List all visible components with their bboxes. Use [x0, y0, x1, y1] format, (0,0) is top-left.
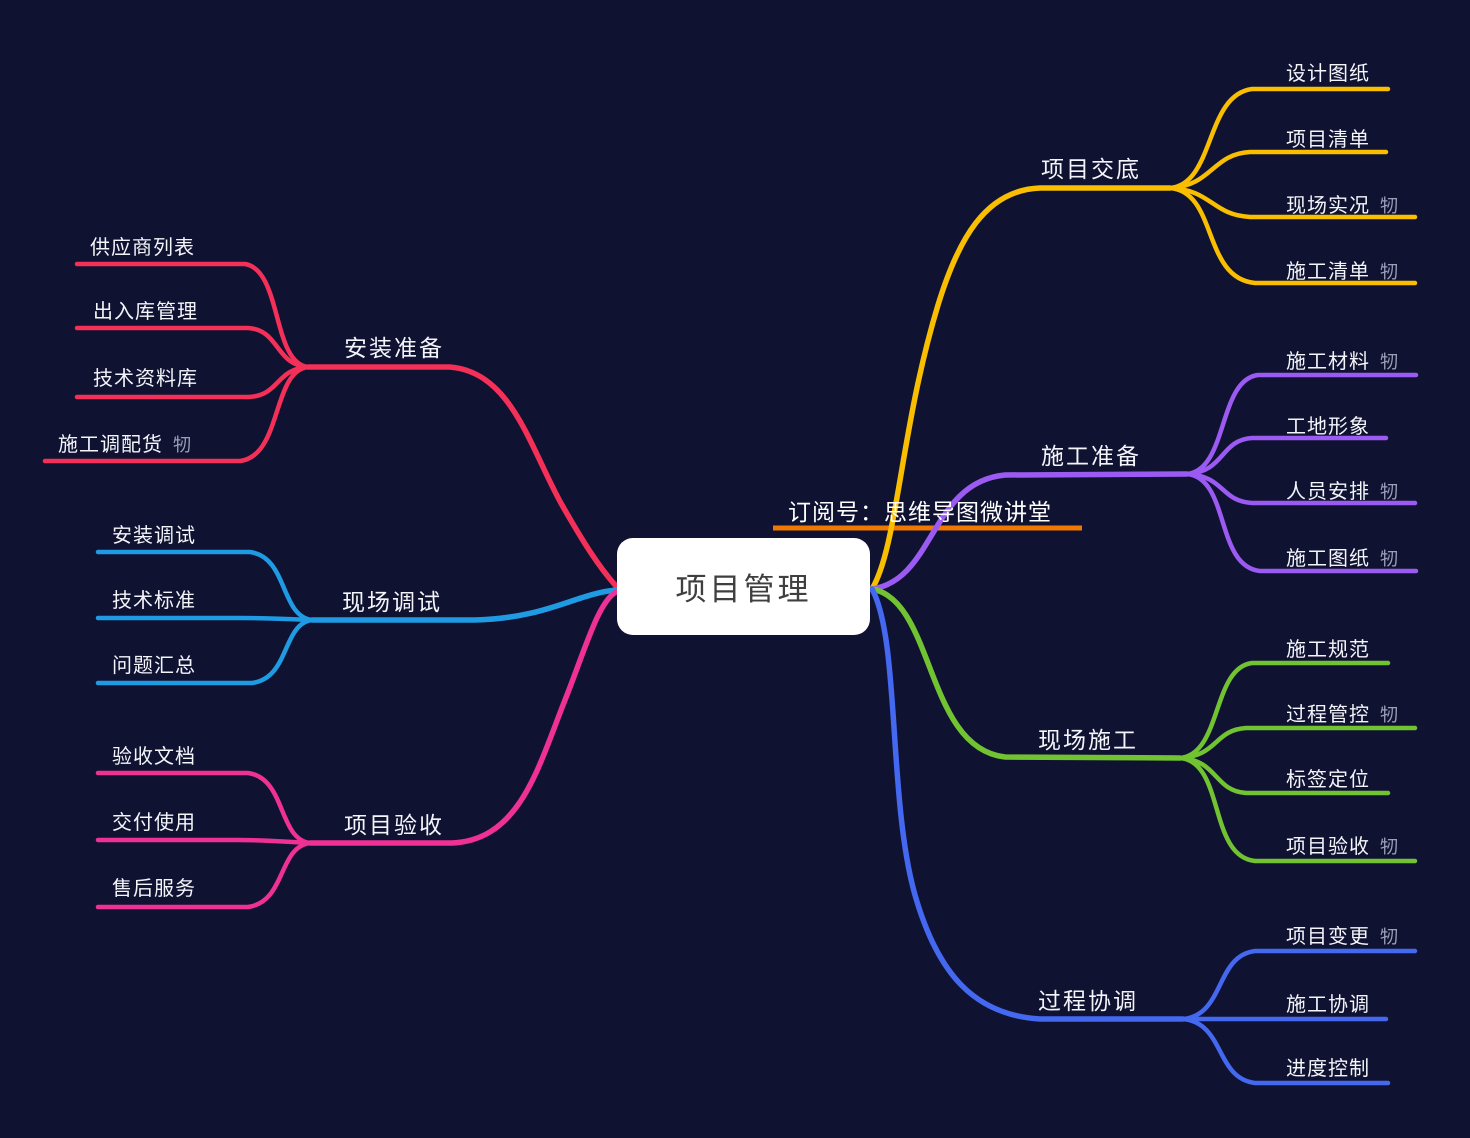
subtopic-label[interactable]: 项目清单: [1286, 129, 1370, 151]
subtopic-label[interactable]: 标签定位: [1286, 769, 1370, 791]
attachment-icon: 牣: [1380, 927, 1398, 947]
subtopic-label[interactable]: 出入库管理: [93, 301, 198, 323]
attachment-icon: 牣: [1380, 262, 1398, 282]
branch-label-site-construction[interactable]: 现场施工: [1038, 727, 1138, 753]
subtopic-label[interactable]: 施工图纸 牣: [1286, 542, 1398, 571]
subtopic-label[interactable]: 设计图纸: [1286, 63, 1370, 85]
subtopic-label[interactable]: 工地形象: [1286, 416, 1370, 438]
edge-group-installation-prep: [42, 261, 619, 589]
central-topic[interactable]: 项目管理: [617, 538, 870, 635]
subtopic-label[interactable]: 交付使用: [112, 812, 196, 834]
subtopic-label[interactable]: 进度控制: [1286, 1058, 1370, 1080]
subtopic-label[interactable]: 项目变更 牣: [1286, 920, 1398, 949]
edge-group-site-construction: [869, 586, 1418, 864]
subtopic-label[interactable]: 技术资料库: [93, 368, 198, 390]
subtopic-label[interactable]: 施工清单 牣: [1286, 255, 1398, 284]
attachment-icon: 牣: [1380, 549, 1398, 569]
branch-label-construction-prep[interactable]: 施工准备: [1041, 443, 1141, 469]
branch-label-project-acceptance[interactable]: 项目验收: [344, 812, 444, 838]
attachment-icon: 牣: [1380, 196, 1398, 216]
subtopic-label[interactable]: 项目验收 牣: [1286, 830, 1398, 859]
subtopic-label[interactable]: 验收文档: [112, 746, 196, 768]
subtopic-label[interactable]: 问题汇总: [112, 655, 196, 677]
subtopic-label[interactable]: 施工协调: [1286, 994, 1370, 1016]
subtopic-label[interactable]: 现场实况 牣: [1286, 189, 1398, 218]
edge-group-site-debugging: [95, 549, 619, 686]
branch-label-installation-prep[interactable]: 安装准备: [344, 335, 444, 361]
subtopic-label[interactable]: 技术标准: [112, 590, 196, 612]
subtopic-label[interactable]: 过程管控 牣: [1286, 698, 1398, 727]
edge-group-project-briefing: [869, 86, 1418, 592]
attachment-icon: 牣: [1380, 352, 1398, 372]
attachment-icon: 牣: [1380, 705, 1398, 725]
subtopic-label[interactable]: 供应商列表: [90, 237, 195, 259]
branch-label-project-briefing[interactable]: 项目交底: [1041, 156, 1141, 182]
attachment-icon: 牣: [1380, 837, 1398, 857]
subtopic-label[interactable]: 施工材料 牣: [1286, 345, 1398, 374]
subtopic-label[interactable]: 人员安排 牣: [1286, 475, 1398, 504]
subtopic-label[interactable]: 安装调试: [112, 525, 196, 547]
edge-group-process-coordination: [869, 586, 1418, 1086]
subtopic-label[interactable]: 售后服务: [112, 878, 196, 900]
subtopic-label[interactable]: 施工规范: [1286, 639, 1370, 661]
central-topic-label: 项目管理: [675, 572, 812, 607]
watermark-text: 订阅号：思维导图微讲堂: [788, 499, 1052, 525]
subtopic-label[interactable]: 施工调配货 牣: [58, 428, 191, 457]
edge-group-project-acceptance: [95, 589, 619, 910]
attachment-icon: 牣: [173, 435, 191, 455]
edge-group-construction-prep: [869, 372, 1419, 592]
attachment-icon: 牣: [1380, 482, 1398, 502]
branch-label-process-coordination[interactable]: 过程协调: [1038, 988, 1138, 1014]
branch-label-site-debugging[interactable]: 现场调试: [342, 589, 442, 615]
